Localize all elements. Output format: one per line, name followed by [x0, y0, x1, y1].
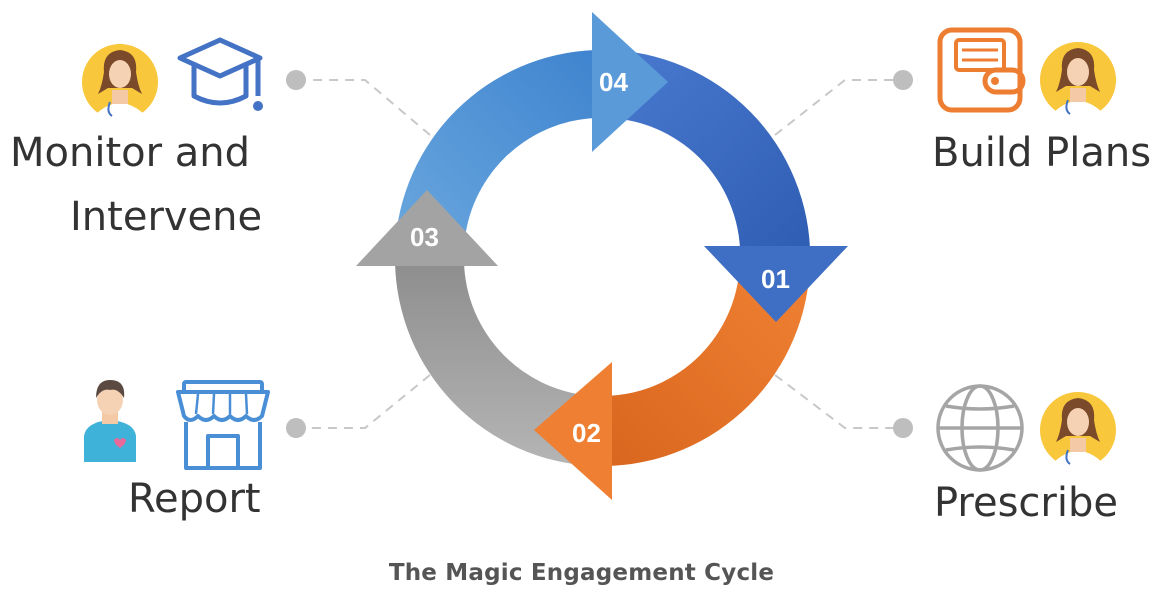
- graduation-cap-icon: [177, 37, 263, 111]
- step-label-monitor-line-1: Monitor and: [10, 130, 250, 176]
- segment-number-03: 03: [410, 222, 439, 252]
- connector-report: [310, 374, 431, 429]
- connector-build-plans: [774, 79, 895, 136]
- ring-segment-03: [395, 262, 595, 466]
- arrow-head-02: [534, 362, 612, 500]
- connector-dot: [893, 418, 913, 438]
- storefront-icon: [176, 380, 270, 470]
- ring-segment-02: [605, 260, 810, 466]
- connector-monitor: [310, 79, 431, 136]
- step-label-build-plans: Build Plans: [932, 130, 1151, 176]
- segment-number-02: 02: [572, 418, 601, 448]
- step-label-prescribe: Prescribe: [934, 480, 1118, 526]
- step-label-report: Report: [128, 476, 261, 522]
- patient-avatar-icon: [84, 380, 136, 462]
- step-build-plans: Build Plans: [932, 27, 1151, 176]
- step-label-monitor-line-2: Intervene: [70, 194, 262, 240]
- wallet-icon: [937, 27, 1026, 113]
- ring-segment-04: [395, 50, 595, 248]
- doctor-avatar-icon: [82, 44, 158, 127]
- connector-prescribe: [774, 374, 895, 429]
- segment-number-04: 04: [599, 67, 628, 97]
- connector-dot: [893, 70, 913, 90]
- arrow-head-03: [356, 190, 498, 266]
- doctor-avatar-icon: [1040, 42, 1116, 125]
- step-prescribe: Prescribe: [934, 384, 1118, 526]
- arrow-head-01: [704, 246, 848, 322]
- doctor-avatar-icon: [1040, 392, 1116, 475]
- connector-lines: [310, 79, 895, 429]
- step-monitor-and-intervene: Monitor and Intervene: [10, 37, 263, 240]
- globe-icon: [936, 384, 1024, 472]
- segment-number-01: 01: [761, 264, 790, 294]
- connector-dot: [286, 70, 306, 90]
- diagram-caption: The Magic Engagement Cycle: [388, 560, 775, 586]
- connector-dot: [286, 418, 306, 438]
- cycle-ring: 04 01 02 03: [356, 12, 848, 500]
- connector-dots: [286, 70, 913, 438]
- arrow-head-04: [592, 12, 668, 152]
- step-report: Report: [84, 380, 270, 522]
